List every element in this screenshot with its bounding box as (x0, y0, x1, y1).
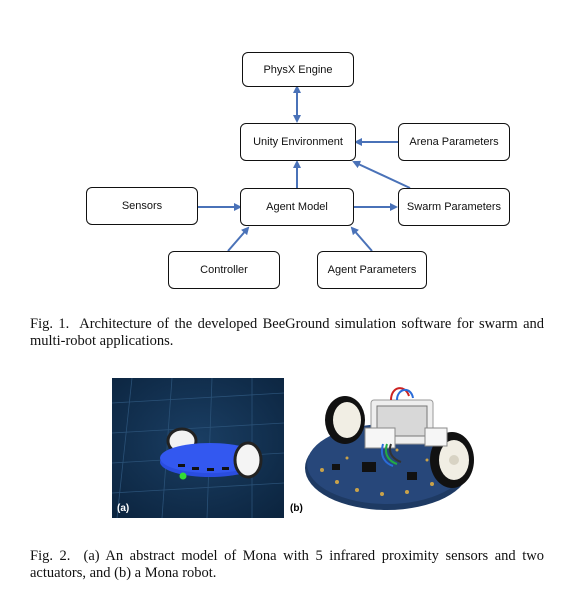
figure-2-text: (a) An abstract model of Mona with 5 inf… (30, 548, 544, 581)
edge-agentparams-agent (350, 226, 373, 252)
figure-2a-label: (a) (117, 503, 130, 514)
node-agent-model: Agent Model (240, 188, 354, 226)
edge-controller-agent (227, 226, 250, 252)
figure-1-label: Fig. 1. (30, 316, 70, 332)
figure-2-label: Fig. 2. (30, 548, 71, 564)
node-arena-parameters: Arena Parameters (398, 123, 510, 161)
node-agent-parameters: Agent Parameters (317, 251, 427, 289)
node-physx-engine: PhysX Engine (242, 52, 354, 87)
figure-2-caption: Fig. 2. (a) An abstract model of Mona wi… (30, 548, 544, 581)
figure-1-text: Architecture of the developed BeeGround … (30, 316, 545, 349)
figure-2b-label: (b) (290, 503, 303, 514)
figure-1-caption: Fig. 1. Architecture of the developed Be… (30, 316, 544, 349)
edge-swarm-unity (352, 160, 411, 189)
node-controller: Controller (168, 251, 280, 289)
simulated-mona-model-image (112, 378, 284, 518)
figure-2a-panel: (a) (112, 378, 284, 518)
node-sensors: Sensors (86, 187, 198, 225)
node-unity-environment: Unity Environment (240, 123, 356, 161)
figure-2b-panel: (b) (287, 378, 475, 518)
mona-robot-photo (287, 378, 475, 518)
node-swarm-parameters: Swarm Parameters (398, 188, 510, 226)
